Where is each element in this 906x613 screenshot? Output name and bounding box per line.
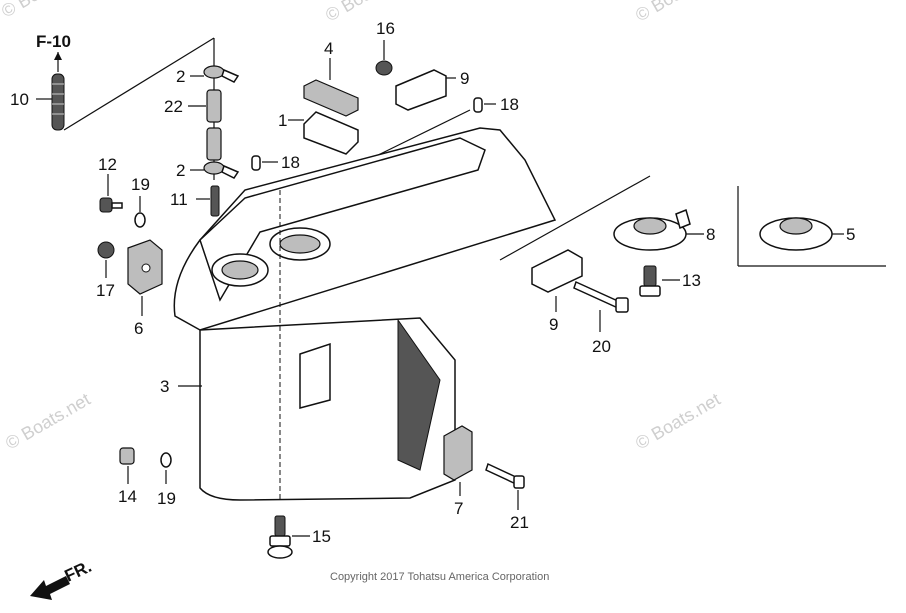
callout-17: 17 xyxy=(96,281,115,300)
small-hardware-drawing xyxy=(97,174,146,278)
bolt-13-drawing xyxy=(639,265,680,297)
callout-15: 15 xyxy=(312,527,331,546)
callout-2: 2 xyxy=(176,161,185,180)
bolt-14-drawing xyxy=(119,447,172,484)
callout-18: 18 xyxy=(281,153,300,172)
callout-20: 20 xyxy=(592,337,611,356)
spacer-lower-drawing xyxy=(531,249,629,332)
bolt-21-drawing xyxy=(485,462,525,510)
fitting-11-drawing xyxy=(196,185,220,217)
callout-2: 2 xyxy=(176,67,185,86)
callout-12: 12 xyxy=(98,155,117,174)
callout-6: 6 xyxy=(134,319,143,338)
callout-8: 8 xyxy=(706,225,715,244)
watermark: © Boats.net xyxy=(2,389,94,453)
callout-19: 19 xyxy=(131,175,150,194)
anode-6-drawing xyxy=(127,239,163,316)
anode-7-drawing xyxy=(443,425,473,496)
callout-18: 18 xyxy=(500,95,519,114)
drain-15-drawing xyxy=(267,515,310,559)
grommet-10-drawing xyxy=(36,52,65,131)
watermark: © Boats.net xyxy=(632,389,724,453)
callout-11: 11 xyxy=(170,190,188,209)
callout-5: 5 xyxy=(846,225,855,244)
callout-16: 16 xyxy=(376,19,395,38)
callout-19: 19 xyxy=(157,489,176,508)
callout-21: 21 xyxy=(510,513,529,532)
front-direction-arrow: FR. xyxy=(30,557,95,600)
callout-13: 13 xyxy=(682,271,701,290)
watermark: © Boats.net xyxy=(0,0,90,21)
callout-3: 3 xyxy=(160,377,169,396)
watermark: © Boats.net xyxy=(632,0,724,25)
callout-4: 4 xyxy=(324,39,333,58)
callout-9: 9 xyxy=(549,315,558,334)
callout-10: 10 xyxy=(10,90,29,109)
watermark: © Boats.net xyxy=(322,0,414,25)
gasket-drawing xyxy=(288,58,359,155)
gear-case-drawing xyxy=(173,127,557,501)
callout-9: 9 xyxy=(460,69,469,88)
hose-clamp-drawing xyxy=(188,65,240,179)
callout-14: 14 xyxy=(118,487,137,506)
callout-1: 1 xyxy=(278,111,287,130)
plate-drawing xyxy=(613,208,844,251)
group-box-lines xyxy=(63,37,886,267)
copyright-text: Copyright 2017 Tohatsu America Corporati… xyxy=(330,571,549,583)
spacer-top-drawing xyxy=(251,40,496,171)
callout-22: 22 xyxy=(164,97,183,116)
callout-7: 7 xyxy=(454,499,463,518)
reference-label: F-10 xyxy=(36,32,71,51)
